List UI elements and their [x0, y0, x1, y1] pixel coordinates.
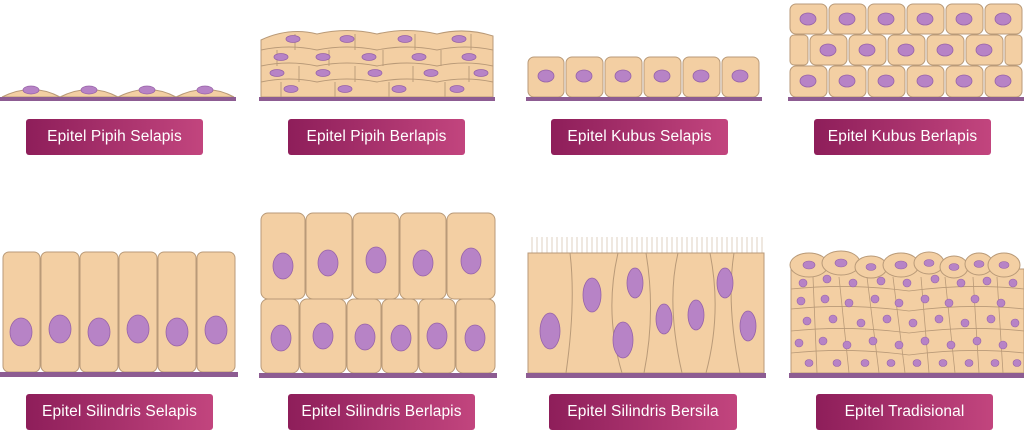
- label-simple-squamous: Epitel Pipih Selapis: [26, 119, 203, 155]
- label-stratified-squamous: Epitel Pipih Berlapis: [288, 119, 465, 155]
- label-stratified-columnar: Epitel Silindris Berlapis: [288, 394, 475, 430]
- label-ciliated-columnar: Epitel Silindris Bersila: [549, 394, 737, 430]
- label-stratified-cuboidal: Epitel Kubus Berlapis: [814, 119, 991, 155]
- simple-cuboidal-illustration: [526, 55, 762, 102]
- label-simple-cuboidal: Epitel Kubus Selapis: [551, 119, 728, 155]
- stratified-columnar-illustration: [259, 211, 497, 378]
- transitional-illustration: [789, 249, 1024, 378]
- simple-squamous-illustration: [0, 70, 236, 102]
- label-transitional: Epitel Tradisional: [816, 394, 993, 430]
- label-simple-columnar: Epitel Silindris Selapis: [26, 394, 213, 430]
- stratified-cuboidal-illustration: [788, 2, 1024, 102]
- simple-columnar-illustration: [0, 250, 238, 378]
- stratified-squamous-illustration: [259, 26, 495, 102]
- ciliated-columnar-illustration: [526, 233, 766, 378]
